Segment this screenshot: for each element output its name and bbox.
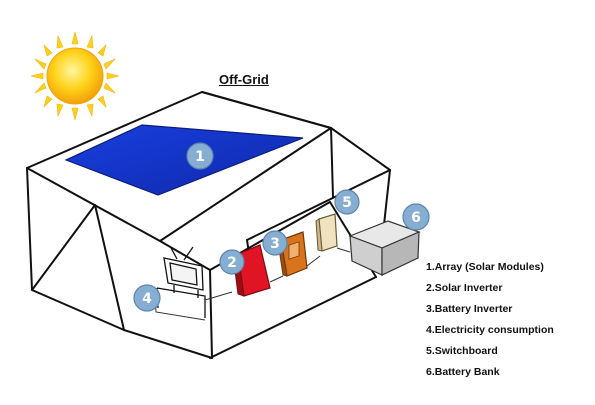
badge-5-label: 5 — [342, 195, 352, 211]
badge-6-label: 6 — [411, 210, 421, 226]
switchboard — [315, 213, 338, 252]
badge-4-label: 4 — [142, 291, 152, 307]
badge-2-label: 2 — [227, 255, 237, 271]
wiring — [154, 247, 351, 321]
legend-item-switchboard: 5.Switchboard — [426, 345, 498, 357]
badge-1: 1 — [186, 142, 214, 170]
legend-item-battery-bank: 6.Battery Bank — [426, 366, 500, 378]
badge-3: 3 — [262, 230, 288, 256]
battery-bank — [348, 220, 421, 276]
legend-item-battery-inverter: 3.Battery Inverter — [426, 303, 513, 315]
legend-item-electricity-consumption: 4.Electricity consumption — [426, 324, 554, 336]
badge-5: 5 — [334, 189, 360, 215]
tv-icon — [156, 245, 206, 318]
badge-6: 6 — [402, 203, 430, 231]
badge-3-label: 3 — [270, 236, 280, 252]
diagram-title: Off-Grid — [219, 72, 269, 87]
legend: 1.Array (Solar Modules) 2.Solar Inverter… — [426, 260, 554, 386]
legend-item-solar-inverter: 2.Solar Inverter — [426, 282, 503, 294]
badge-4: 4 — [133, 284, 161, 312]
legend-item-array: 1.Array (Solar Modules) — [426, 261, 544, 273]
sun-icon — [30, 31, 120, 121]
badge-2: 2 — [219, 249, 245, 275]
solar-array — [64, 124, 304, 196]
badge-1-label: 1 — [195, 149, 205, 165]
